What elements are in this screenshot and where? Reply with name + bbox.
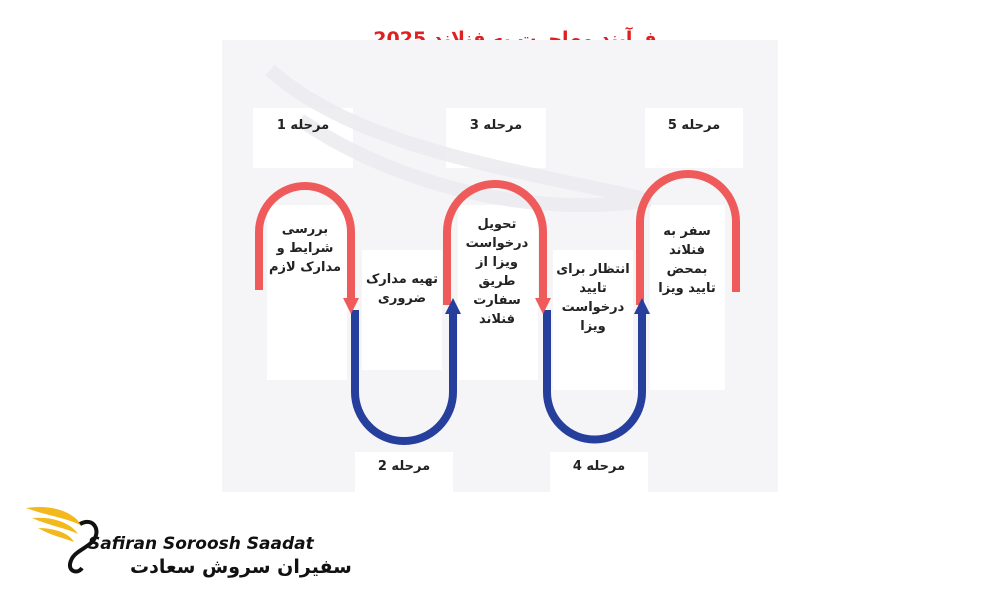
step-3-text: تحویل درخواست ویزا از طریق سفارت فنلاند xyxy=(465,217,529,327)
brand-logo xyxy=(26,506,99,574)
stage-3-label: مرحله 3 xyxy=(469,118,523,133)
step-2-box xyxy=(362,250,442,370)
arrowhead-down-3 xyxy=(535,298,551,314)
step-4-box xyxy=(553,250,633,390)
step-2-text: تهیه مدارک ضروری xyxy=(366,272,438,306)
step-5-text: سفر به فنلاند بمحض تایید ویزا xyxy=(658,224,716,296)
swan-wing-icon xyxy=(26,506,99,574)
upper-arc-1 xyxy=(255,182,355,300)
step-1-text: بررسی شرایط و مدارک لازم xyxy=(268,222,342,275)
stage-4-box xyxy=(550,452,648,492)
step-1-box xyxy=(267,205,347,380)
arrowhead-down-1 xyxy=(343,298,359,314)
brand-name-persian: سفیران سروش سعادت xyxy=(130,556,352,578)
step-5-box xyxy=(650,205,725,390)
stage-1-label: مرحله 1 xyxy=(276,118,330,133)
upper-arc-3 xyxy=(443,180,547,305)
stage-5-label: مرحله 5 xyxy=(667,118,721,133)
stage-4-label: مرحله 4 xyxy=(572,459,626,474)
upper-arc-5 xyxy=(636,170,740,305)
step-3-box xyxy=(458,205,538,380)
stage-5-box xyxy=(645,108,743,168)
arrowhead-up-2 xyxy=(445,298,461,314)
arrowhead-up-4 xyxy=(634,298,650,314)
lower-arc-2 xyxy=(351,310,457,445)
watermark-swoosh xyxy=(265,64,652,213)
step-4-text: انتظار برای تایید درخواست ویزا xyxy=(556,262,630,334)
stage-2-box xyxy=(355,452,453,492)
lower-arc-4 xyxy=(543,310,646,444)
brand-name-english: Safiran Soroosh Saadat xyxy=(88,534,314,554)
stage-2-label: مرحله 2 xyxy=(377,459,431,474)
